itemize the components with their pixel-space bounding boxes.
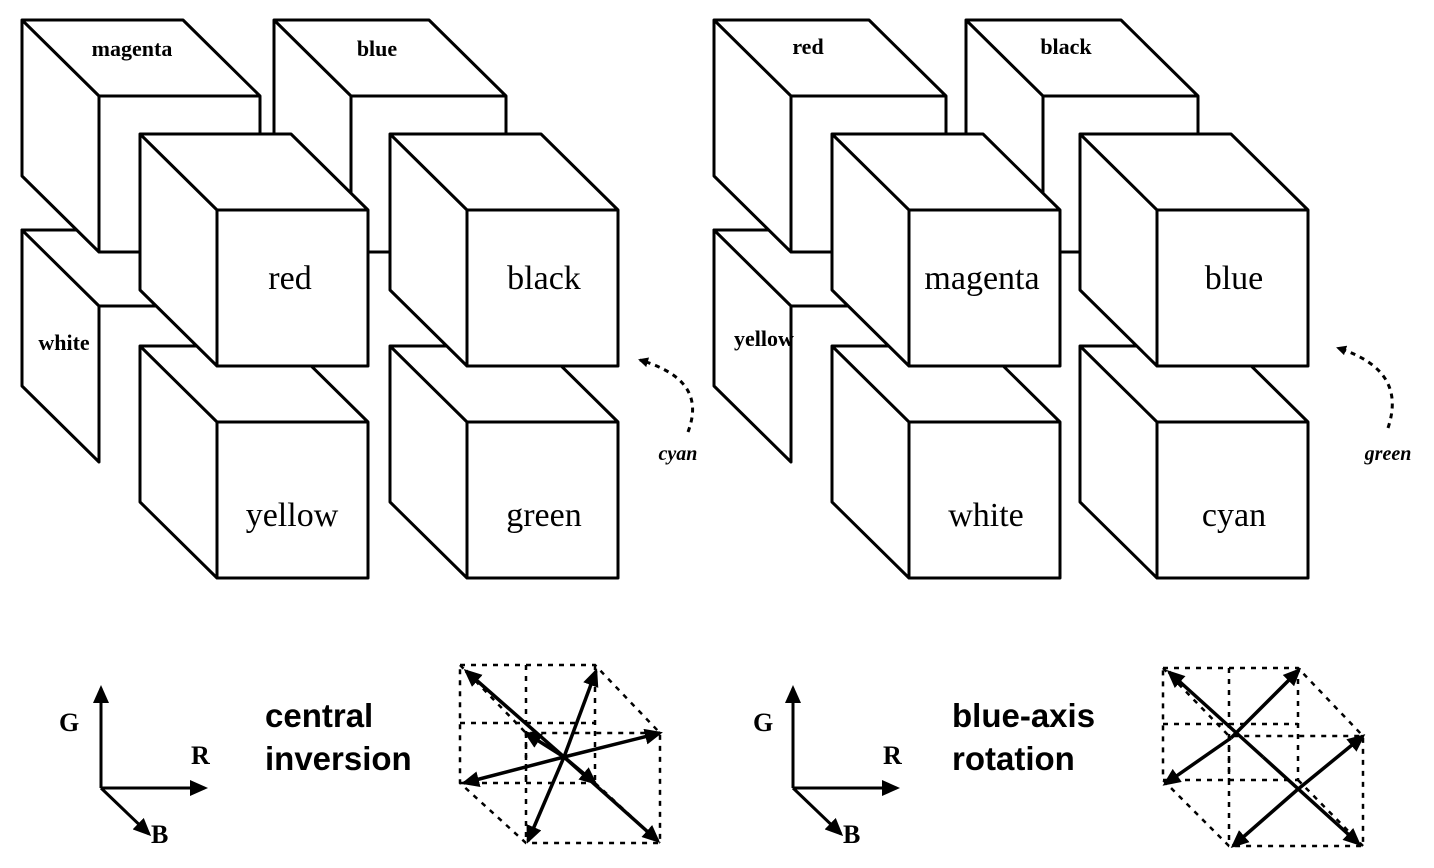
operation-title-line1: central	[265, 697, 373, 734]
cube-front-bottom-left: white	[830, 344, 1062, 580]
g-axis-label: G	[753, 708, 773, 737]
r-axis-label: R	[883, 741, 902, 770]
central-inversion-symmetry-icon	[458, 663, 663, 845]
cube-front-top-left: magenta	[830, 132, 1062, 368]
cube-front-top-left: red	[138, 132, 370, 368]
b-axis-arrow-icon	[99, 786, 152, 837]
curved-arrow-icon	[638, 357, 695, 433]
cube-label: red	[268, 260, 311, 297]
r-axis-label: R	[191, 741, 210, 770]
operation-title-line2: rotation	[952, 740, 1075, 777]
cube-label: cyan	[1202, 497, 1266, 534]
rgb-axes: G R B	[59, 685, 210, 849]
cube-front-top-right: black	[388, 132, 620, 368]
cube-label: yellow	[734, 326, 794, 351]
cube-label: white	[948, 497, 1024, 534]
cube-label: black	[507, 260, 581, 297]
operation-title-line2: inversion	[265, 740, 412, 777]
cube-front-bottom-right: cyan	[1078, 344, 1310, 580]
cube-label: magenta	[92, 36, 173, 61]
b-axis-arrow-icon	[791, 786, 844, 837]
hidden-cube-label: cyan	[659, 443, 698, 465]
cube-stack: white magenta blue yellow	[20, 18, 620, 580]
cube-front-bottom-right: green	[388, 344, 620, 580]
cube-label: white	[38, 330, 90, 355]
hidden-cube-label: green	[1364, 443, 1412, 465]
cube-label: red	[792, 34, 823, 59]
left-color-cube-panel: white magenta blue yellow	[20, 18, 698, 849]
cube-label: magenta	[924, 260, 1039, 297]
b-axis-label: B	[151, 820, 168, 849]
blue-axis-rotation-symmetry-icon	[1161, 666, 1366, 848]
right-color-cube-panel: yellow red black white	[712, 18, 1412, 849]
b-axis-label: B	[843, 820, 860, 849]
g-axis-label: G	[59, 708, 79, 737]
cube-label: blue	[357, 36, 398, 61]
cube-label: green	[506, 497, 582, 534]
cube-label: blue	[1205, 260, 1264, 297]
operation-title-line1: blue-axis	[952, 697, 1095, 734]
cube-front-bottom-left: yellow	[138, 344, 370, 580]
rgb-axes: G R B	[753, 685, 902, 849]
cube-label: black	[1040, 34, 1092, 59]
cube-stack: yellow red black white	[712, 18, 1310, 580]
cube-label: yellow	[246, 497, 339, 534]
curved-arrow-icon	[1336, 345, 1394, 429]
cube-front-top-right: blue	[1078, 132, 1310, 368]
